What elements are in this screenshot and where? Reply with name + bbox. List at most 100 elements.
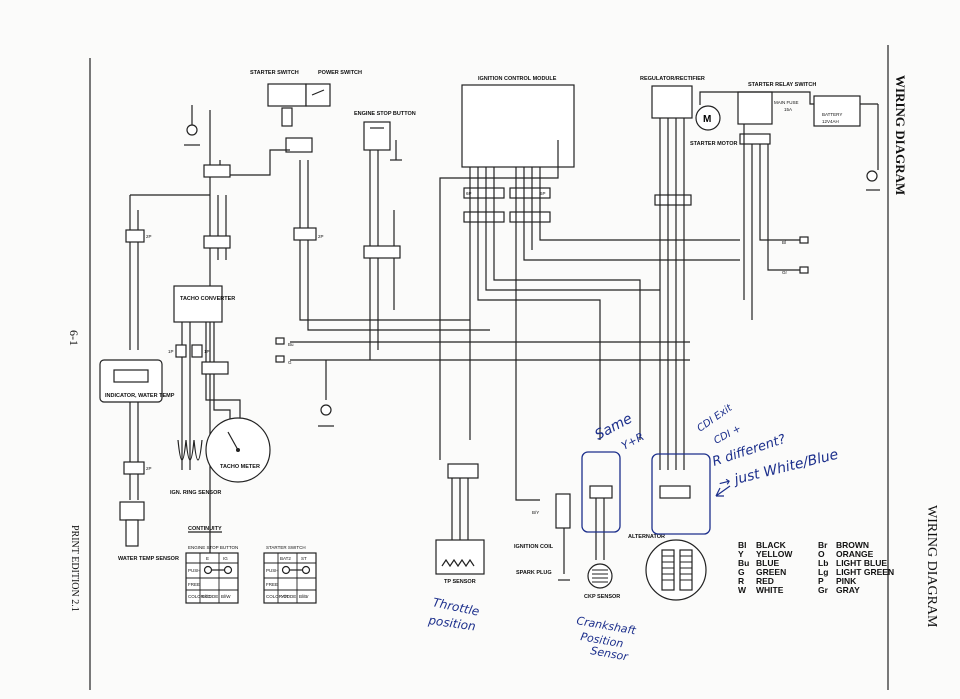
continuity-section: CONTINUITY ENGINE STOP BUTTON E IG PUSH … [185, 526, 317, 604]
legend-code: Bu [738, 558, 749, 568]
starter-switch: STARTER SWITCH [250, 70, 313, 153]
connector-2p-left [125, 229, 145, 243]
ss-code: Y/R [281, 594, 289, 599]
ignition-control-module: IGNITION CONTROL MODULE 6P 6P [461, 76, 575, 223]
ign-ring-sensor: IGN. RING SENSOR [170, 439, 221, 496]
tacho-meter: TACHO METER [205, 417, 271, 483]
icm-conn-6p: 6P [466, 191, 472, 196]
ss-code: Bl/Br [299, 594, 309, 599]
ign-ring-label: IGN. RING SENSOR [170, 490, 221, 496]
g-input-label: G [288, 360, 292, 365]
es-code: Bl/G [202, 594, 211, 599]
indicator-label: INDICATOR, WATER TEMP [105, 393, 175, 399]
alternator-label: ALTERNATOR [628, 534, 665, 540]
ss-row: PUSH [266, 568, 279, 573]
es-col: IG [223, 556, 228, 561]
legend-code: Gr [818, 585, 829, 595]
tacho-converter-label: TACHO CONVERTER [180, 296, 235, 302]
battery: BATTERY 12V4AH [813, 95, 880, 191]
power-switch-label: POWER SWITCH [318, 70, 362, 76]
battery-label: BATTERY [822, 112, 842, 117]
conn-2p-ss: 2P [318, 234, 324, 239]
conn-2p-left-label: 2P [146, 234, 152, 239]
tacho-converter: TACHO CONVERTER [173, 285, 235, 323]
ignition-coil-label: IGNITION COIL [514, 544, 554, 550]
starter-relay-label: STARTER RELAY SWITCH [748, 82, 816, 88]
color-legend: Bl BLACK Y YELLOW Bu BLUE G GREEN R RED … [738, 540, 894, 595]
tacho-meter-label: TACHO METER [220, 464, 260, 470]
power-switch: POWER SWITCH [305, 70, 362, 107]
bu-input-label: Bu [288, 342, 294, 347]
ground-top-left [184, 105, 200, 146]
legend-code: O [818, 549, 825, 559]
legend-code: Br [818, 540, 828, 550]
ground-center [318, 360, 334, 427]
starter-switch-label: STARTER SWITCH [250, 70, 299, 76]
legend-name: GRAY [836, 585, 860, 595]
engine-stop-label: ENGINE STOP BUTTON [354, 111, 416, 117]
motor-symbol: M [703, 114, 711, 125]
engine-stop-button: ENGINE STOP BUTTON [354, 111, 416, 161]
tp-sensor: TP SENSOR [435, 463, 485, 585]
ss-table-title: STARTER SWITCH [266, 545, 306, 550]
icm-label: IGNITION CONTROL MODULE [478, 76, 557, 82]
regulator-label: REGULATOR/RECTIFIER [640, 76, 705, 82]
note-throttle-2: position [427, 613, 477, 634]
es-table-title: ENGINE STOP BUTTON [188, 545, 238, 550]
page-title: WIRING DIAGRAM [893, 75, 908, 195]
handwritten-annotations: Same Y+R CDI Exit CDI + R different? → j… [427, 402, 840, 664]
es-row: PUSH [188, 568, 201, 573]
starter-motor: M STARTER MOTOR [690, 105, 737, 147]
es-row: COLOR CODE [188, 594, 218, 599]
gr-output-label: Gr [782, 270, 788, 275]
legend-name: GREEN [756, 567, 786, 577]
regulator-rectifier: REGULATOR/RECTIFIER [640, 76, 705, 206]
icm-conn-6p-b: 6P [540, 191, 546, 196]
battery-rating: 12V4AH [822, 119, 839, 124]
main-fuse-rating: 15A [784, 107, 792, 112]
legend-code: R [738, 576, 744, 586]
ss-row: FREE [266, 582, 278, 587]
starter-switch-continuity-table: STARTER SWITCH BAT2 ST PUSH FREE COLOR C… [263, 545, 317, 604]
water-temp-sensor: WATER TEMP SENSOR [118, 501, 179, 562]
legend-name: ORANGE [836, 549, 874, 559]
ckp-sensor: CKP SENSOR [584, 485, 620, 600]
connector-2p-b [203, 235, 231, 249]
legend-code: W [738, 585, 747, 595]
legend-code: Y [738, 549, 744, 559]
pen-box-ckp [581, 451, 621, 533]
main-fuse-label: MAIN FUSE [774, 100, 799, 105]
side-title: WIRING DIAGRAM [924, 505, 939, 628]
page-number: 6-1 [67, 330, 81, 346]
legend-code: Lb [818, 558, 828, 568]
legend-name: PINK [836, 576, 857, 586]
ss-col: ST [301, 556, 307, 561]
starter-relay-switch: STARTER RELAY SWITCH [737, 82, 816, 145]
spark-plug-label: SPARK PLUG [516, 570, 552, 576]
water-temp-label: WATER TEMP SENSOR [118, 556, 179, 562]
alternator: ALTERNATOR [628, 485, 707, 601]
starter-motor-label: STARTER MOTOR [690, 141, 737, 147]
tp-sensor-label: TP SENSOR [444, 579, 476, 585]
legend-code: Bl [738, 540, 747, 550]
print-edition: PRINT EDITION 2.1 [69, 525, 80, 612]
bl-output-label: Bl [782, 240, 786, 245]
legend-name: BLACK [756, 540, 787, 550]
legend-code: P [818, 576, 824, 586]
connector-2p-a [203, 164, 231, 178]
ckp-sensor-label: CKP SENSOR [584, 594, 620, 600]
main-fuse: MAIN FUSE 15A [774, 100, 799, 112]
by-label: B/Y [532, 510, 539, 515]
legend-name: LIGHT BLUE [836, 558, 887, 568]
es-row: FREE [188, 582, 200, 587]
engine-stop-continuity-table: ENGINE STOP BUTTON E IG PUSH FREE COLOR … [185, 545, 239, 604]
legend-name: YELLOW [756, 549, 793, 559]
ss-row: COLOR CODE [266, 594, 296, 599]
pen-box-alternator [651, 453, 711, 535]
legend-name: RED [756, 576, 774, 586]
legend-name: LIGHT GREEN [836, 567, 894, 577]
legend-name: BROWN [836, 540, 869, 550]
conn-2p-temp: 2P [146, 466, 152, 471]
